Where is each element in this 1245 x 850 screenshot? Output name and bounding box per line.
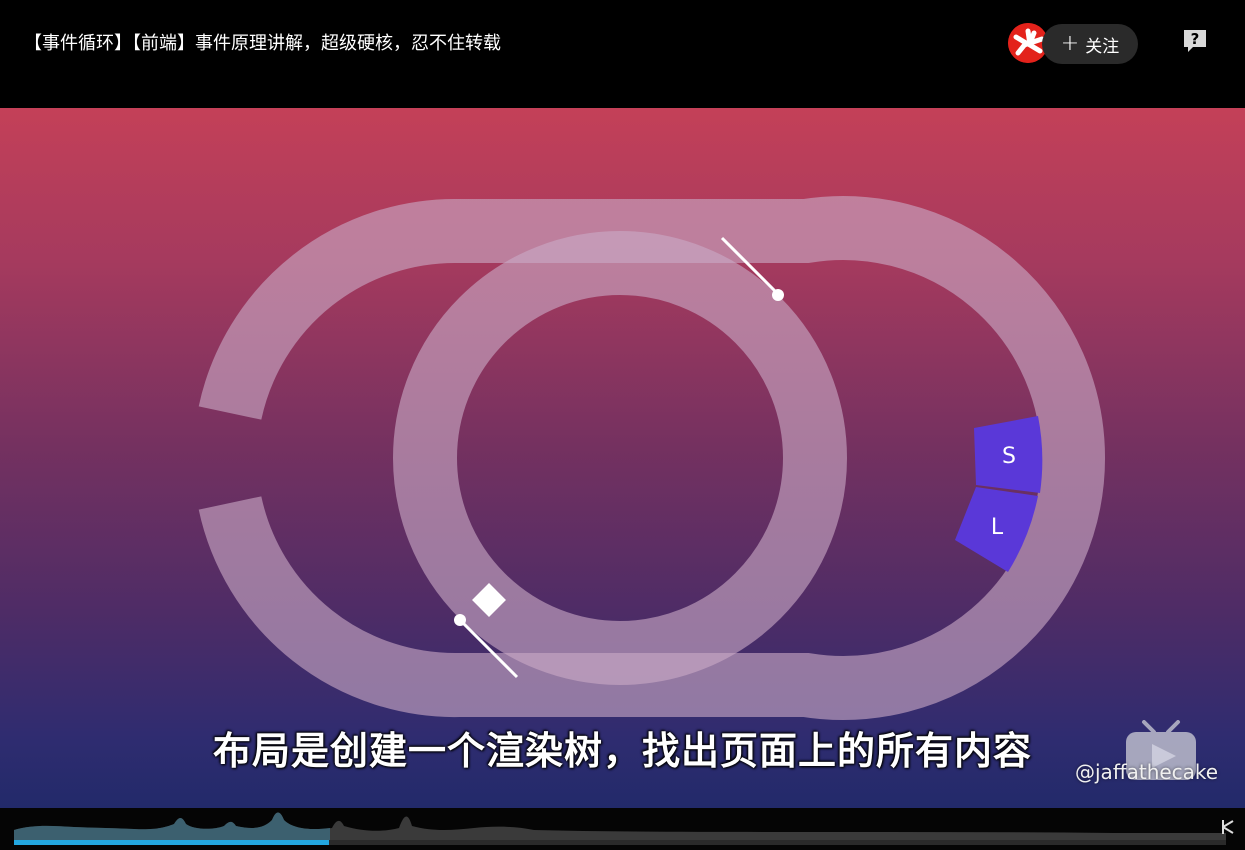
- video-title: 【事件循环】【前端】事件原理讲解，超级硬核，忍不住转载: [24, 33, 501, 54]
- outer-loop-track: [198, 196, 1106, 720]
- bottom-pointer-dot: [454, 614, 466, 626]
- video-frame[interactable]: S L 布局是创建一个渲染树，找出页面上的所有内容 @jaffathecake: [0, 108, 1245, 808]
- follow-label: 关注: [1085, 36, 1120, 57]
- svg-text:?: ?: [1191, 30, 1200, 48]
- style-label: S: [1002, 444, 1016, 469]
- top-pointer-dot: [772, 289, 784, 301]
- highlight-waveform: [14, 812, 1226, 840]
- layout-label: L: [991, 515, 1004, 540]
- bottom-pointer-line: [458, 618, 519, 679]
- top-pointer-line: [720, 236, 780, 296]
- bilibili-tv-icon: [1126, 720, 1196, 780]
- follow-button[interactable]: + 关注: [1042, 24, 1138, 64]
- help-icon[interactable]: ?: [1182, 28, 1208, 54]
- expand-icon[interactable]: [1219, 818, 1237, 836]
- top-bar: 【事件循环】【前端】事件原理讲解，超级硬核，忍不住转载 + 关注 ?: [0, 0, 1245, 108]
- author-watermark: @jaffathecake: [1075, 760, 1219, 784]
- video-subtitle: 布局是创建一个渲染树，找出页面上的所有内容: [212, 729, 1032, 773]
- progress-bar[interactable]: [14, 840, 1226, 845]
- task-marker: [472, 583, 506, 617]
- event-loop-diagram: S L: [198, 196, 1106, 720]
- progress-fill: [14, 840, 330, 845]
- layout-block: [955, 487, 1038, 572]
- inner-loop-track: [393, 231, 847, 685]
- uploader-avatar[interactable]: [1008, 23, 1048, 63]
- style-block: [974, 416, 1043, 493]
- plus-icon: +: [1060, 31, 1080, 56]
